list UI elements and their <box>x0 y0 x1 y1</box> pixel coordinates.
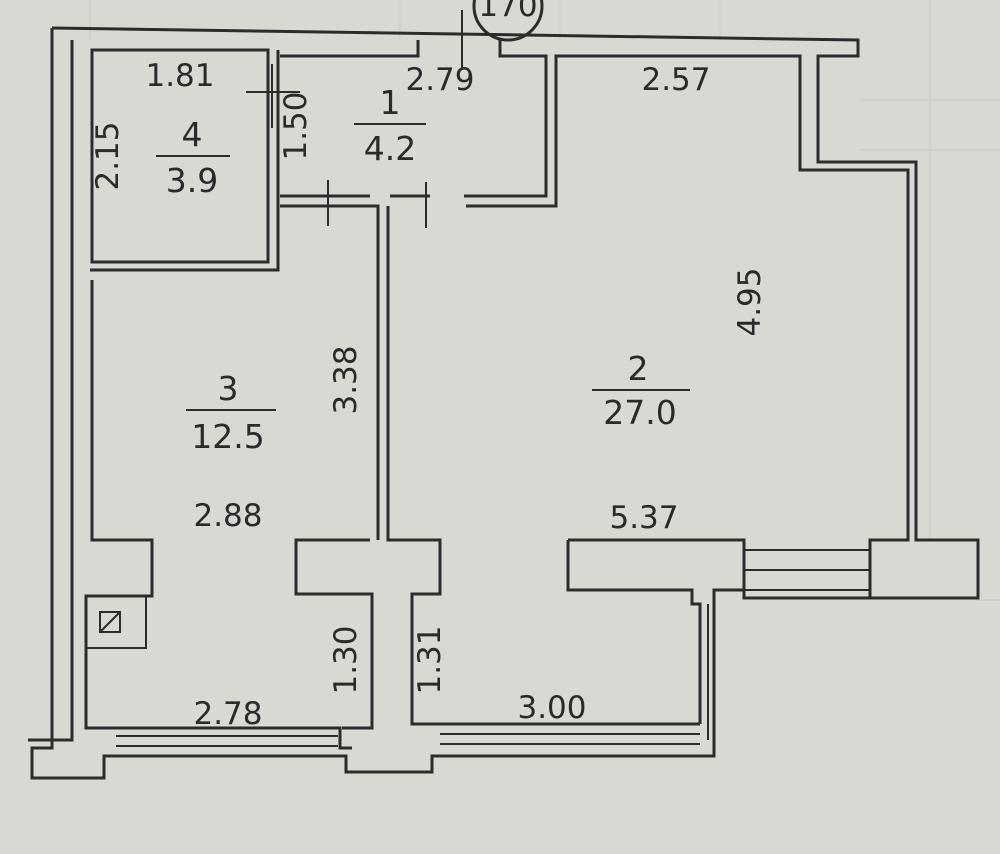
dim-5-37: 5.37 <box>609 500 678 536</box>
room-2-area: 27.0 <box>603 393 676 432</box>
dim-1-50: 1.50 <box>278 91 314 160</box>
dimension-labels: 1.81 2.79 2.57 2.15 1.50 4.95 3.38 2.88 … <box>90 58 768 732</box>
marker-circle: 170 <box>472 0 544 42</box>
room-2-number: 2 <box>628 349 649 388</box>
room-1-number: 1 <box>380 83 401 122</box>
outer-walls <box>28 26 980 780</box>
room-1-area: 4.2 <box>364 129 416 168</box>
marker-label: 170 <box>478 0 537 24</box>
dim-2-79: 2.79 <box>405 62 474 98</box>
room-4-number: 4 <box>182 115 203 154</box>
dim-2-88: 2.88 <box>193 498 262 534</box>
room-4 <box>90 48 280 272</box>
dim-1-31: 1.31 <box>412 625 448 694</box>
room-4-area: 3.9 <box>166 161 218 200</box>
door-ticks <box>246 10 463 228</box>
room-2 <box>386 206 870 740</box>
dim-1-30: 1.30 <box>328 625 364 694</box>
dim-3-00: 3.00 <box>517 690 586 726</box>
paper-grid <box>89 0 1000 601</box>
dim-1-81: 1.81 <box>145 58 214 94</box>
room-1 <box>280 40 548 540</box>
room-3-number: 3 <box>218 369 239 408</box>
dim-4-95: 4.95 <box>732 267 768 336</box>
dim-3-38: 3.38 <box>328 345 364 414</box>
dim-2-57: 2.57 <box>641 62 710 98</box>
dim-2-15: 2.15 <box>90 121 126 190</box>
bottom-windows <box>116 733 700 747</box>
room-3-area: 12.5 <box>191 417 264 456</box>
room-3 <box>84 280 374 750</box>
dim-2-78: 2.78 <box>193 696 262 732</box>
room-labels: 4 3.9 1 4.2 3 12.5 2 27.0 <box>156 83 690 456</box>
